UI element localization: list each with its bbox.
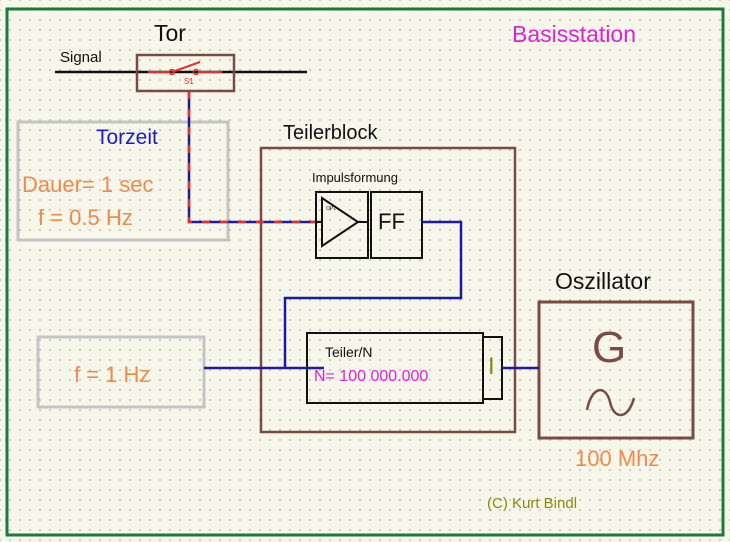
reference-frequency: f = 1 Hz bbox=[74, 362, 151, 387]
comparator-box bbox=[315, 191, 369, 259]
gate-time-heading: Torzeit bbox=[96, 126, 158, 149]
outer-frame bbox=[5, 7, 725, 537]
gate-wire-base bbox=[187, 91, 318, 224]
gate-wire-dash bbox=[187, 91, 318, 224]
divider-input-marker: I bbox=[488, 353, 495, 380]
oscillator-frequency: 100 Mhz bbox=[575, 446, 660, 471]
divider-block-heading: Teilerblock bbox=[283, 122, 378, 144]
signal-label: Signal bbox=[60, 49, 102, 66]
comparator-symbol-label: OP1 bbox=[326, 206, 337, 212]
oscillator-symbol: G bbox=[592, 323, 627, 372]
gate-box bbox=[135, 53, 236, 93]
switch-contact-right bbox=[192, 68, 200, 76]
copyright: (C) Kurt Bindl bbox=[487, 495, 578, 512]
gate-time-frequency: f = 0.5 Hz bbox=[38, 205, 133, 230]
gate-time-box bbox=[16, 120, 230, 242]
station-title: Basisstation bbox=[512, 21, 637, 47]
switch-label: S1 bbox=[184, 77, 194, 86]
gate-time-duration: Dauer= 1 sec bbox=[22, 172, 154, 197]
sine-wave-icon bbox=[585, 389, 636, 417]
pulse-shaping-label: Impulsformung bbox=[312, 170, 398, 185]
flipflop-label: FF bbox=[378, 209, 405, 234]
oscillator-box bbox=[537, 300, 695, 440]
switch-blade bbox=[171, 61, 201, 73]
divider-label: Teiler/N bbox=[325, 344, 373, 360]
divider-block-box bbox=[259, 146, 517, 434]
reference-input-box bbox=[36, 335, 206, 409]
flipflop-feedback-wire bbox=[283, 220, 463, 368]
divider-value: N= 100 000.000 bbox=[314, 368, 429, 385]
flipflop-box bbox=[370, 191, 423, 259]
gate-label: Tor bbox=[154, 20, 186, 46]
oscillator-heading: Oszillator bbox=[555, 268, 651, 294]
